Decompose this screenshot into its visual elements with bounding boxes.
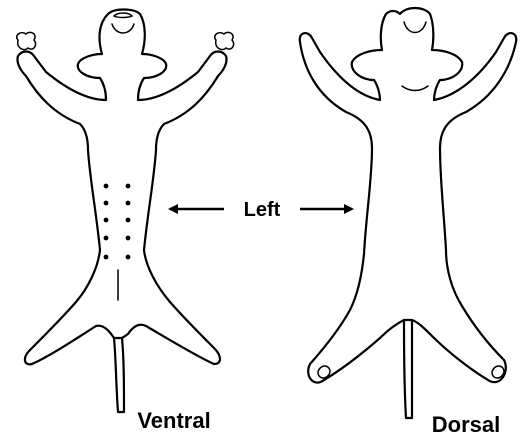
dorsal-mouse-outline [300, 8, 517, 418]
dorsal-left-hindpaw [318, 366, 330, 378]
injection-dot [126, 236, 131, 241]
injection-dot [104, 236, 109, 241]
ventral-body-outline [17, 10, 226, 365]
dorsal-right-hindpaw [492, 366, 504, 378]
ventral-view-label: Ventral [137, 408, 210, 433]
ventral-mouse-outline [17, 10, 234, 413]
injection-dot [126, 201, 131, 206]
injection-dot [104, 218, 109, 223]
dorsal-neck-detail [402, 86, 428, 91]
injection-dot [104, 184, 109, 189]
injection-site-dots [104, 184, 131, 260]
dorsal-tail [404, 320, 412, 418]
dorsal-body-outline [300, 8, 517, 383]
injection-dot [104, 255, 109, 260]
injection-dot [126, 218, 131, 223]
injection-dot [126, 184, 131, 189]
injection-dot [104, 201, 109, 206]
left-orientation-label: Left [244, 199, 281, 221]
ventral-right-forepaw [215, 32, 234, 49]
ventral-tail [114, 338, 124, 412]
dorsal-head-detail [404, 22, 426, 33]
ventral-snout-detail [114, 13, 132, 18]
ventral-jaw-line [112, 24, 134, 33]
dorsal-view-label: Dorsal [432, 412, 500, 437]
ventral-left-forepaw [17, 32, 36, 49]
injection-dot [126, 255, 131, 260]
